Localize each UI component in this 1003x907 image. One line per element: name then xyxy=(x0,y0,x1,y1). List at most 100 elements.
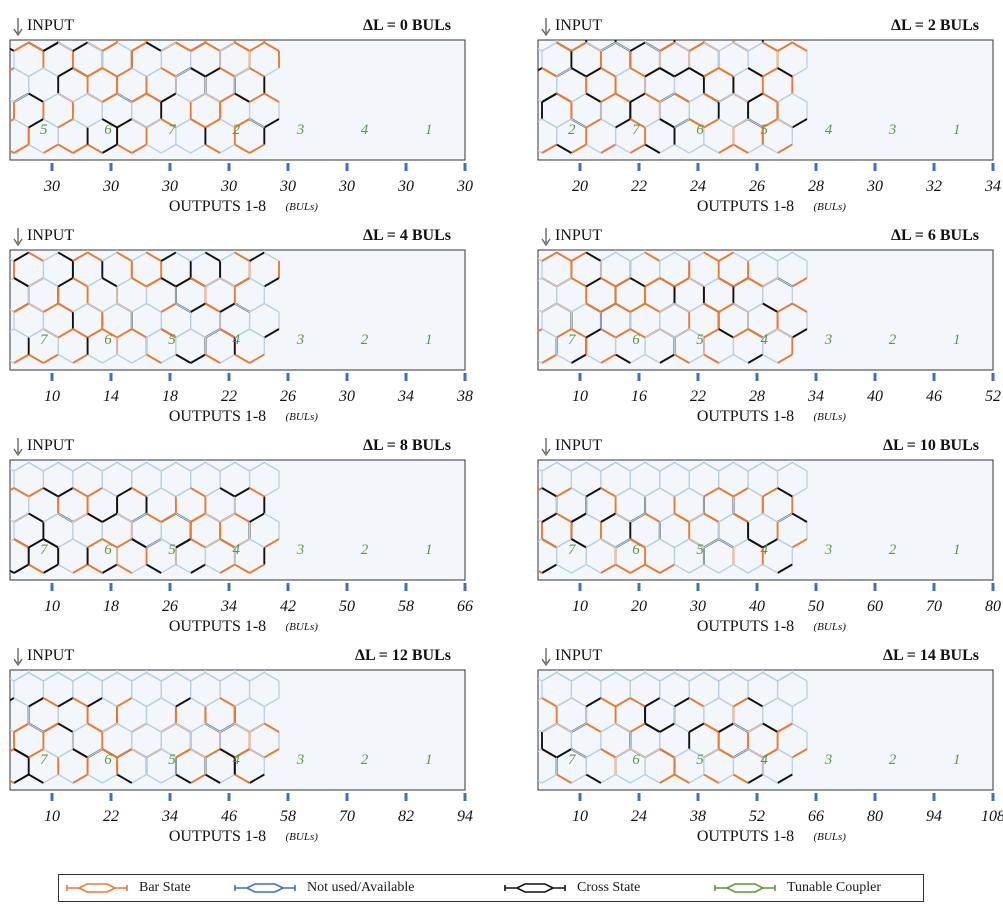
waveguide-segment xyxy=(616,227,631,236)
input-arrow-icon xyxy=(541,438,551,457)
waveguide-segment xyxy=(747,538,764,549)
waveguide-segment xyxy=(570,538,587,549)
waveguide-segment xyxy=(10,748,15,753)
waveguide-segment xyxy=(175,512,192,523)
waveguide-segment xyxy=(87,302,103,313)
output-length-label: 30 xyxy=(338,178,355,195)
coupler-number: 6 xyxy=(696,122,704,138)
waveguide-segment xyxy=(205,437,220,446)
waveguide-segment xyxy=(87,118,103,129)
waveguide-segment xyxy=(42,697,59,708)
waveguide-segment xyxy=(87,512,103,523)
waveguide-segment xyxy=(249,353,265,364)
waveguide-segment xyxy=(116,538,133,549)
waveguide-segment xyxy=(205,563,221,574)
waveguide-segment xyxy=(219,328,236,339)
waveguide-segment xyxy=(87,251,103,262)
waveguide-segment xyxy=(585,41,602,52)
waveguide-segment xyxy=(116,67,133,78)
output-length-label: 40 xyxy=(867,388,883,405)
output-port-marker xyxy=(637,583,641,591)
output-length-label: 28 xyxy=(808,178,824,195)
waveguide-segment xyxy=(234,328,250,339)
waveguide-segment xyxy=(644,277,661,288)
waveguide-segment xyxy=(556,41,572,52)
waveguide-segment xyxy=(777,353,793,364)
waveguide-segment xyxy=(541,773,558,784)
waveguide-segment xyxy=(175,353,192,364)
waveguide-segment xyxy=(585,512,602,523)
waveguide-segment xyxy=(234,92,251,103)
output-port-marker xyxy=(755,373,759,381)
waveguide-segment xyxy=(585,92,602,103)
waveguide-segment xyxy=(718,697,734,708)
waveguide-segment xyxy=(160,92,177,103)
waveguide-segment xyxy=(191,647,206,656)
waveguide-segment xyxy=(146,353,162,364)
waveguide-segment xyxy=(116,302,133,313)
waveguide-segment xyxy=(190,277,206,288)
waveguide-segment xyxy=(57,353,74,364)
waveguide-segment xyxy=(160,461,177,472)
waveguide-segment xyxy=(10,308,15,313)
waveguide-segment xyxy=(117,17,132,26)
waveguide-segment xyxy=(733,17,748,26)
waveguide-segment xyxy=(600,92,617,103)
waveguide-segment xyxy=(28,251,44,262)
coupler-number: 5 xyxy=(696,332,704,348)
coupler-number: 1 xyxy=(953,752,961,768)
waveguide-segment xyxy=(42,353,59,364)
waveguide-segment xyxy=(747,563,764,574)
input-arrow-icon xyxy=(13,18,23,37)
output-length-label: 50 xyxy=(808,598,824,615)
waveguide-segment xyxy=(205,92,221,103)
output-length-label: 18 xyxy=(103,598,119,615)
waveguide-segment xyxy=(541,748,558,759)
waveguide-segment xyxy=(778,17,793,26)
waveguide-segment xyxy=(131,67,147,78)
waveguide-segment xyxy=(175,92,192,103)
waveguide-segment xyxy=(10,149,15,154)
waveguide-segment xyxy=(659,538,675,549)
waveguide-segment xyxy=(688,563,705,574)
waveguide-segment xyxy=(101,67,118,78)
waveguide-segment xyxy=(556,277,572,288)
delta-l-label: ΔL = 0 BULs xyxy=(363,17,451,34)
waveguide-segment xyxy=(733,67,749,78)
waveguide-segment xyxy=(146,277,162,288)
panel-frame xyxy=(9,459,466,581)
waveguide-segment xyxy=(538,538,543,543)
waveguide-segment xyxy=(791,328,808,339)
output-port-marker xyxy=(286,793,290,801)
waveguide-segment xyxy=(538,47,543,52)
waveguide-segment xyxy=(630,17,645,26)
waveguide-segment xyxy=(146,41,162,52)
coupler-number: 3 xyxy=(824,542,833,558)
waveguide-segment xyxy=(762,538,779,549)
waveguide-segment xyxy=(615,748,631,759)
waveguide-segment xyxy=(263,538,280,549)
waveguide-segment xyxy=(87,487,103,498)
waveguide-segment xyxy=(732,697,749,708)
waveguide-segment xyxy=(249,538,265,549)
waveguide-segment xyxy=(57,118,74,129)
waveguide-segment xyxy=(674,512,690,523)
output-port-marker xyxy=(168,163,172,171)
waveguide-segment xyxy=(571,722,587,733)
legend-item-coupler: Tunable Coupler xyxy=(713,875,913,901)
waveguide-segment xyxy=(762,722,779,733)
waveguide-segment xyxy=(146,67,162,78)
waveguide-segment xyxy=(733,41,749,52)
waveguide-segment xyxy=(42,722,59,733)
output-length-label: 10 xyxy=(44,388,60,405)
waveguide-segment xyxy=(718,118,734,129)
waveguide-segment xyxy=(733,118,749,129)
waveguide-segment xyxy=(644,143,661,154)
waveguide-segment xyxy=(10,518,15,523)
waveguide-segment xyxy=(13,118,30,129)
waveguide-segment xyxy=(571,697,587,708)
coupler-number: 4 xyxy=(761,332,769,348)
waveguide-segment xyxy=(190,722,206,733)
output-port-marker xyxy=(227,583,231,591)
delta-l-label: ΔL = 6 BULs xyxy=(891,227,979,244)
